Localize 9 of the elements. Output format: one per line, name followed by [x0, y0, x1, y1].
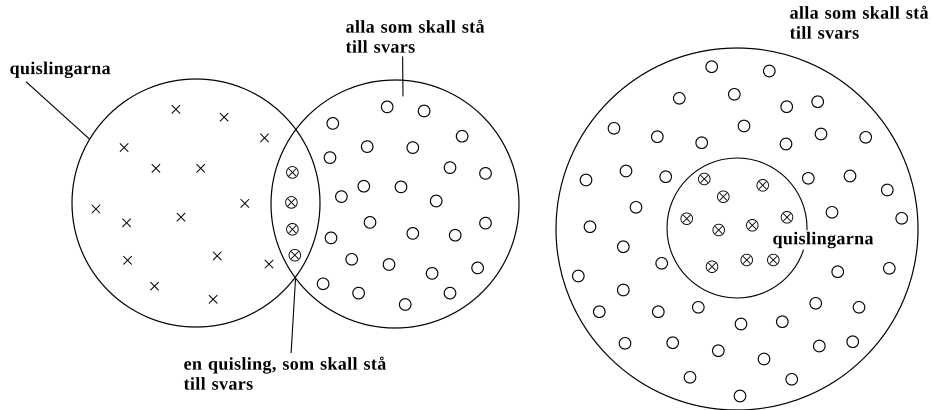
node-label: alla som skall stå till svars — [790, 6, 928, 39]
label-text: alla som skall stå till svars — [346, 20, 484, 53]
label-text: quislingarna — [10, 62, 110, 78]
label-text: en quisling, som skall stå till svars — [184, 356, 386, 390]
circle — [71, 78, 321, 328]
leader-line — [26, 81, 90, 140]
leader-line — [290, 278, 296, 354]
circle — [270, 79, 520, 329]
leader-line — [402, 56, 404, 96]
